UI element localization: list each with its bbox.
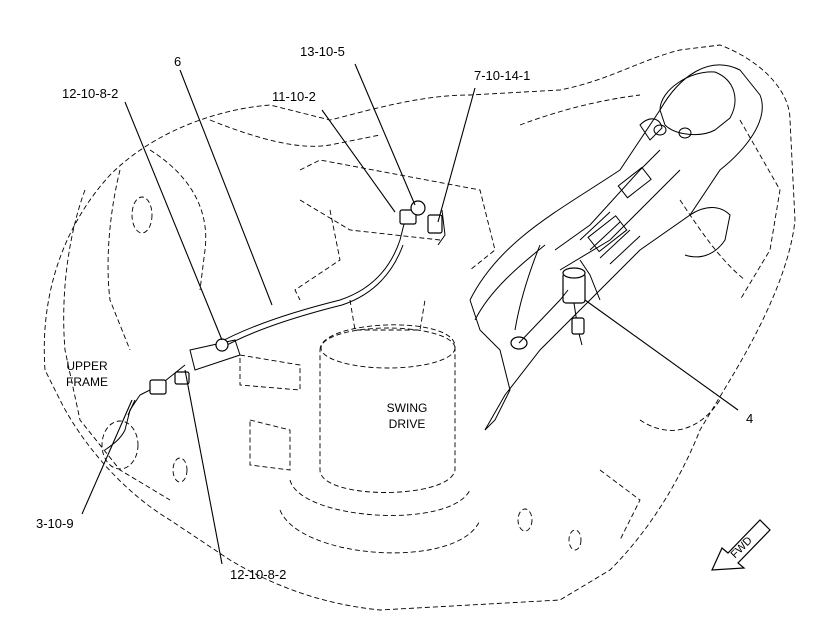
area-label-frame: FRAME xyxy=(66,375,108,389)
cab-console-assembly xyxy=(469,64,763,431)
callout-6: 6 xyxy=(174,54,181,69)
area-label-upper: UPPER xyxy=(66,359,108,373)
leader-12-10-8-2-bottom xyxy=(184,369,223,565)
callout-12-10-8-2-top: 12-10-8-2 xyxy=(62,86,118,101)
area-label-swing: SWING xyxy=(387,401,428,415)
leader-13-10-5 xyxy=(354,63,416,206)
leader-6 xyxy=(179,69,273,306)
swing-drive xyxy=(279,159,496,554)
callout-11-10-2: 11-10-2 xyxy=(272,89,316,104)
callout-4: 4 xyxy=(746,411,753,426)
callout-7-10-14-1: 7-10-14-1 xyxy=(474,68,530,83)
leader-7-10-14-1 xyxy=(437,87,476,223)
callout-12-10-8-2-bottom: 12-10-8-2 xyxy=(230,567,286,582)
leader-lines xyxy=(81,63,739,565)
leader-11-10-2 xyxy=(321,109,396,213)
leader-12-10-8-2-top xyxy=(124,101,223,341)
area-label-drive: DRIVE xyxy=(389,417,426,431)
leader-4 xyxy=(584,299,739,411)
callout-3-10-9: 3-10-9 xyxy=(36,516,74,531)
frame-outline xyxy=(43,44,796,611)
forward-arrow-icon: FWD xyxy=(711,519,771,571)
wire-harness xyxy=(104,200,446,451)
callout-13-10-5: 13-10-5 xyxy=(300,44,345,59)
component-4-switch xyxy=(510,267,586,350)
leader-3-10-9 xyxy=(81,399,133,515)
